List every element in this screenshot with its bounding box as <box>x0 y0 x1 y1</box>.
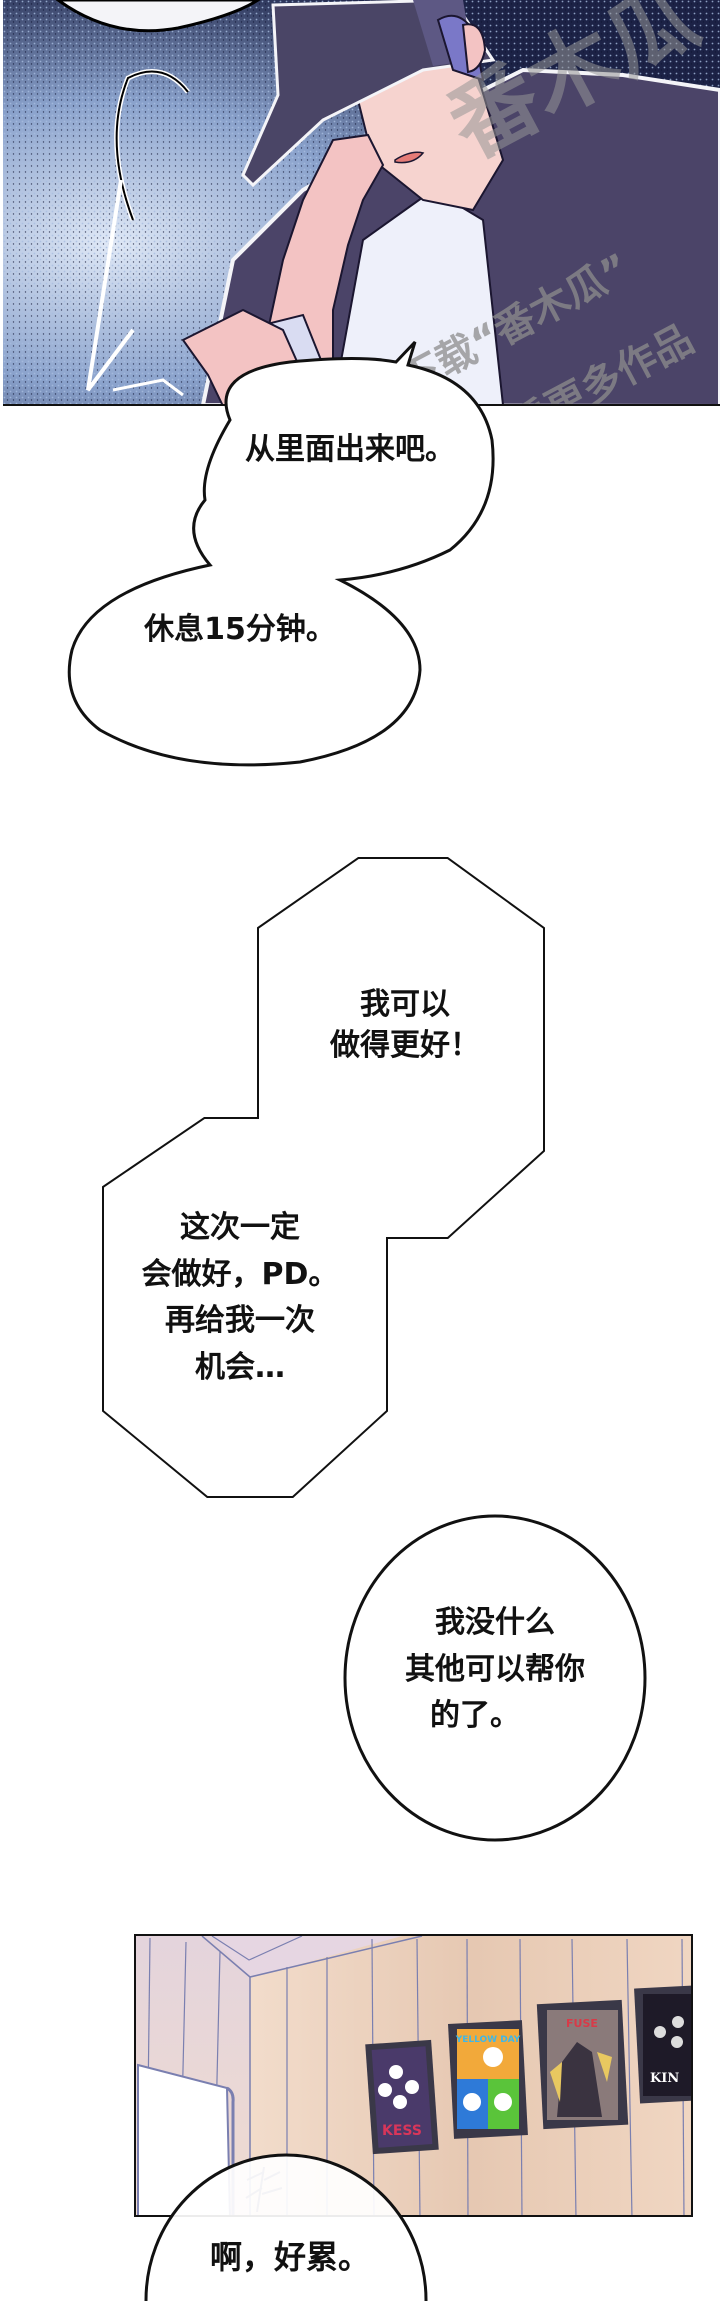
svg-text:YELLOW DAY: YELLOW DAY <box>455 2035 521 2045</box>
bubble-1-bottom-text: 休息15分钟。 <box>144 612 336 647</box>
bubble-2-bottom-text: 这次一定 会做好，PD。 再给我一次 机会… <box>115 1205 365 1391</box>
bubble-2-bottom-line-4: 机会… <box>195 1349 285 1385</box>
bubble-2-bottom-line-1: 这次一定 <box>180 1210 300 1245</box>
poster-kess: KESS <box>365 2039 439 2155</box>
speech-bubble-2 <box>102 857 545 1498</box>
panel-top-illustration: 番木瓜 下载“番木瓜” 观看更多作品 <box>3 0 720 406</box>
poster-kin: KIN <box>634 1985 691 2104</box>
bubble-2-top-text: 我可以 做得更好！ <box>300 985 510 1066</box>
poster-fuse: FUSE <box>536 1999 629 2130</box>
bubble-1-top-text: 从里面出来吧。 <box>245 432 455 467</box>
bubble-3-line-3: 的了。 <box>430 1698 520 1733</box>
speech-bubble-4 <box>144 2153 428 2301</box>
speech-bubble-1 <box>67 340 495 767</box>
bubble-2-top-line-1: 我可以 <box>360 987 450 1022</box>
bubble-2-top-line-2: 做得更好！ <box>330 1027 480 1063</box>
bubble-3-text: 我没什么 其他可以帮你 的了。 <box>360 1600 630 1740</box>
speech-bubble-3 <box>343 1514 647 1842</box>
bubble-4-text: 啊，好累。 <box>209 2238 370 2276</box>
panel-top-art <box>3 0 720 406</box>
bubble-2-bottom-line-2: 会做好，PD。 <box>141 1256 339 1292</box>
bubble-3-line-1: 我没什么 <box>435 1605 555 1640</box>
bubble-2-bottom-line-3: 再给我一次 <box>165 1303 315 1338</box>
svg-text:KIN: KIN <box>650 2071 679 2086</box>
svg-text:FUSE: FUSE <box>566 2017 598 2030</box>
svg-text:KESS: KESS <box>382 2123 422 2139</box>
poster-yellow-day: YELLOW DAY <box>448 2020 528 2139</box>
bubble-3-line-2: 其他可以帮你 <box>405 1651 585 1687</box>
